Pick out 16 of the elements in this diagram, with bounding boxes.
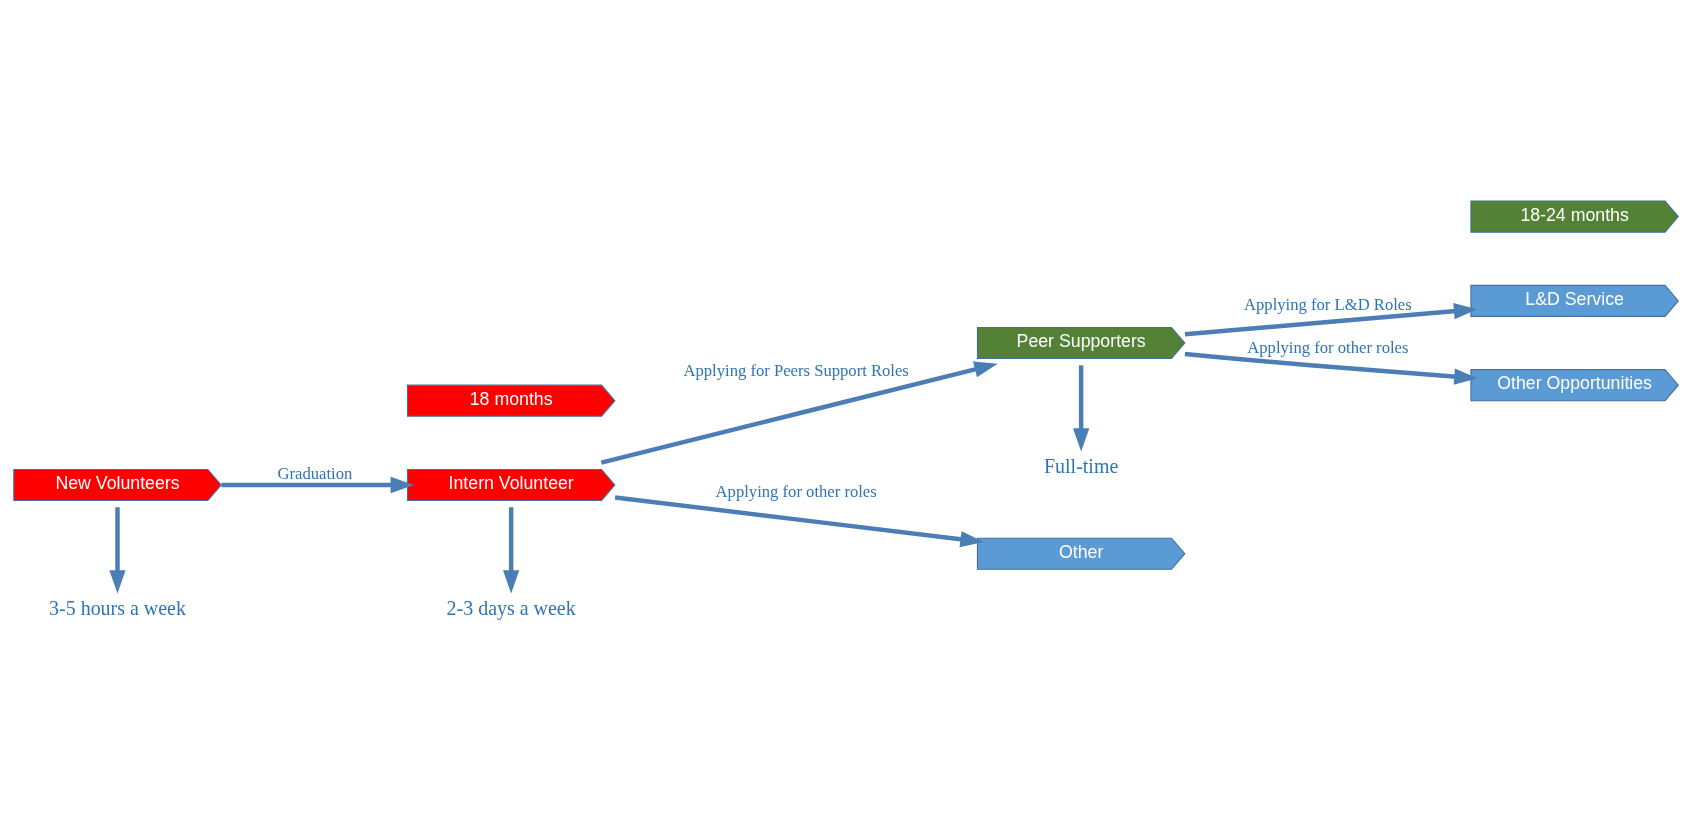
arrow: [1072, 365, 1090, 452]
edge-label: Applying for other roles: [715, 482, 877, 502]
arrow: [503, 507, 520, 594]
edge-label: Applying for Peers Support Roles: [683, 361, 909, 381]
edge-label: Graduation: [277, 464, 353, 484]
edge-label: Applying for L&D Roles: [1244, 294, 1412, 314]
node-text: 3-5 hours a week: [49, 597, 186, 620]
node-text: Full-time: [1044, 455, 1119, 478]
arrow: [600, 361, 998, 465]
arrow: [1184, 303, 1478, 337]
node-text: 2-3 days a week: [446, 597, 576, 620]
edge-label: Applying for other roles: [1247, 338, 1409, 358]
arrow: [614, 495, 984, 548]
arrow: [1184, 351, 1478, 385]
arrow: [221, 476, 414, 494]
arrow: [109, 507, 126, 594]
